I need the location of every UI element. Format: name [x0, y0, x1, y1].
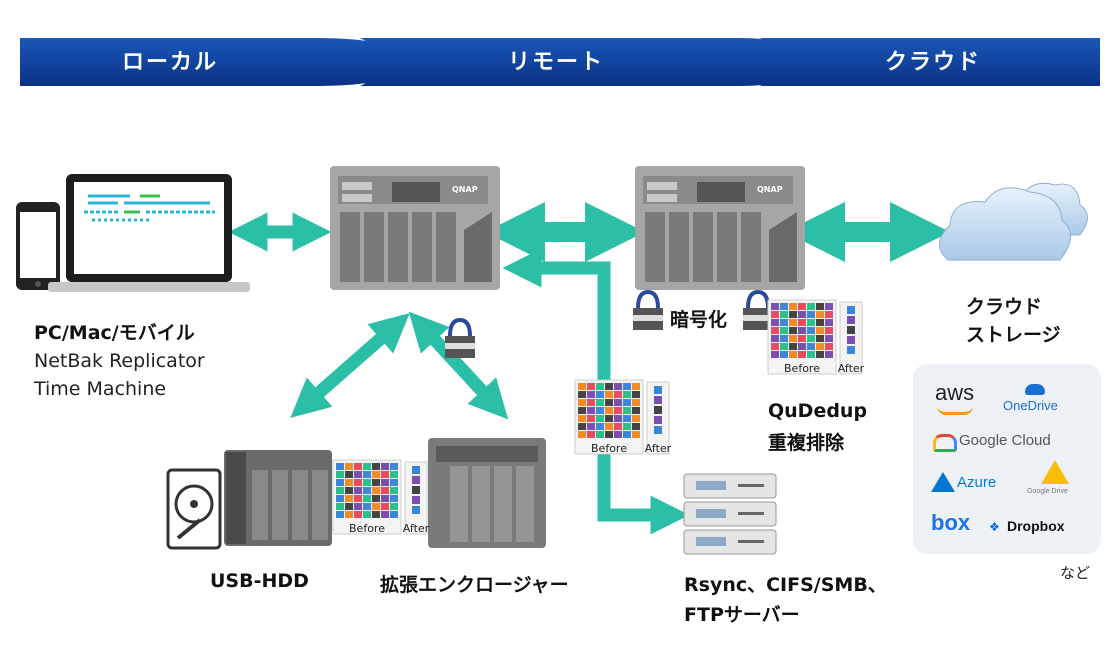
svg-text:After: After [403, 522, 430, 535]
rsync-label-1: Rsync、CIFS/SMB、 [684, 574, 887, 596]
dedup-graphic: Before After [767, 299, 865, 375]
usb-hdd-label: USB-HDD [210, 570, 309, 592]
pc-title: PC/Mac/モバイル [34, 322, 195, 344]
aws-smile-icon [937, 406, 973, 415]
qudedup-label-1: QuDedup [768, 400, 868, 422]
qudedup-label-2: 重複排除 [768, 432, 845, 454]
phone-device [16, 202, 60, 290]
nas-brand-label: QNAP [757, 185, 783, 194]
cloud-icon [939, 182, 1088, 261]
usb-hdd-enclosure [224, 450, 332, 546]
google-cloud-icon [933, 434, 957, 452]
encryption-label: 暗号化 [670, 309, 728, 331]
google-cloud-logo: Google Cloud [959, 432, 1051, 449]
rack-servers [683, 473, 777, 555]
expansion-enclosure [428, 438, 546, 548]
top-banner [20, 38, 1100, 86]
banner-local: ローカル [122, 50, 219, 75]
rsync-label-2: FTPサーバー [684, 604, 800, 626]
aws-logo: aws [935, 380, 975, 405]
pc-line1: NetBak Replicator [34, 350, 205, 372]
nas-brand-label: QNAP [452, 185, 478, 194]
dedup-graphic: Before After [574, 379, 672, 455]
cloud-storage-label-1: クラウド [966, 296, 1043, 318]
google-drive-icon [1041, 460, 1069, 484]
svg-text:After: After [645, 442, 672, 455]
onedrive-cloud-icon [1025, 384, 1045, 395]
svg-text:Before: Before [784, 362, 820, 375]
hard-drive-icon [166, 468, 222, 550]
laptop-device [48, 174, 250, 292]
onedrive-logo: OneDrive [1003, 398, 1058, 413]
svg-text:Before: Before [591, 442, 627, 455]
azure-icon [931, 472, 955, 492]
nas-remote: QNAP [635, 166, 805, 290]
connection-arrows [228, 202, 950, 535]
lock-icon [743, 289, 773, 330]
cloud-provider-panel: aws OneDrive Google Cloud Azure Google D… [913, 364, 1101, 554]
banner-remote: リモート [508, 50, 605, 75]
etc-label: など [1060, 564, 1091, 582]
lock-icon [633, 289, 663, 330]
pc-line2: Time Machine [34, 378, 167, 400]
azure-logo: Azure [957, 474, 997, 491]
banner-cloud: クラウド [885, 50, 982, 75]
google-drive-logo: Google Drive [1027, 488, 1068, 495]
svg-text:Before: Before [349, 522, 385, 535]
svg-text:After: After [838, 362, 865, 375]
cloud-storage-label-2: ストレージ [966, 324, 1061, 346]
dedup-graphic: Before After [332, 459, 430, 535]
lock-icon [445, 317, 475, 358]
box-logo: box [931, 510, 971, 535]
dropbox-logo: Dropbox [1007, 518, 1065, 534]
dropbox-icon: ❖ [989, 520, 1000, 534]
nas-local: QNAP [330, 166, 500, 290]
expansion-label: 拡張エンクロージャー [380, 574, 569, 596]
